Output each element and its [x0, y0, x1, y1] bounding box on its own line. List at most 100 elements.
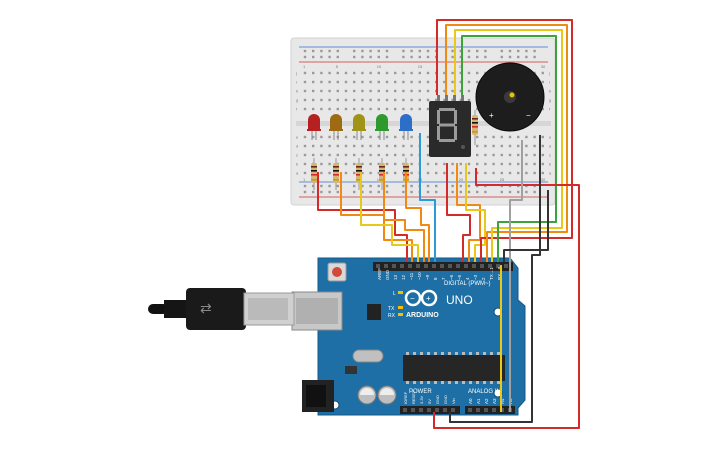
wire-blue [419, 133, 436, 262]
segment [437, 126, 440, 140]
row-letter: f [296, 107, 298, 112]
led-green[interactable] [375, 114, 389, 140]
row-letter: a [296, 171, 299, 176]
resistor [472, 110, 478, 145]
row-letter: g [549, 98, 551, 103]
usb-cable: ⇄ [148, 288, 295, 330]
wire-black-buzzer [449, 135, 541, 423]
analog-pin-label: A3 [492, 398, 497, 404]
analog-pin-label: A1 [476, 398, 481, 404]
resistor [311, 158, 317, 190]
power-pin-label: GND [443, 395, 448, 404]
resistor [333, 158, 339, 190]
svg-text:−: − [410, 294, 415, 303]
digital-pin-label: ~11 [409, 272, 414, 280]
power-pin-label: 5V [427, 399, 432, 404]
column-number: 30 [541, 64, 546, 69]
arduino-brand: ARDUINO [406, 312, 439, 319]
led-red[interactable] [307, 114, 321, 140]
wire-red-top [436, 19, 573, 262]
led-group [307, 110, 478, 190]
wire-orange-top [445, 24, 568, 262]
seven-segment-digit [437, 108, 457, 142]
row-letter: c [296, 153, 298, 158]
power-pin-label: 3.3V [419, 395, 424, 404]
row-letter: c [549, 153, 551, 158]
led-blue[interactable] [399, 114, 413, 140]
wires [317, 19, 580, 429]
led-l-label: L [393, 291, 396, 297]
row-letter: h [549, 89, 551, 94]
digital-pin-label: ~5 [457, 274, 462, 280]
row-letter: d [296, 144, 298, 149]
digital-pin-label: AREF [377, 268, 382, 280]
wire-red-seg [446, 163, 471, 262]
wire-yellow-seg [465, 163, 486, 262]
analog-pin-label: A2 [484, 398, 489, 404]
wire-red-buzzer [433, 168, 580, 429]
arduino-uno-board[interactable]: − + ARDUINO UNO DIGITAL (PWM~) POWER ANA… [291, 257, 526, 416]
digital-header-label: DIGITAL (PWM~) [444, 281, 491, 287]
analog-pin-label: A0 [468, 398, 473, 404]
digital-pin-label: 12 [401, 274, 406, 280]
segment [439, 123, 455, 127]
led-yellow[interactable] [352, 114, 366, 140]
digital-pin-label: TX→1 [489, 267, 494, 280]
power-pin-label: IOREF [403, 391, 408, 404]
column-number: 20 [459, 177, 464, 182]
digital-pin-label: ~3 [473, 274, 478, 280]
column-number: 25 [500, 177, 505, 182]
power-pin-label: GND [435, 395, 440, 404]
digital-pin-label: GND [385, 269, 390, 280]
analog-header[interactable] [465, 406, 515, 414]
row-letter: j [295, 71, 297, 76]
row-letter: e [296, 135, 299, 140]
row-letter: e [549, 135, 552, 140]
column-number: 5 [336, 64, 339, 69]
wire-green-top [461, 35, 557, 262]
row-letter: d [549, 144, 551, 149]
digital-pin-label: 2 [481, 277, 486, 280]
column-number: 1 [303, 64, 306, 69]
led-rx-label: RX [388, 313, 396, 319]
row-letter: a [549, 171, 552, 176]
led-tx-label: TX [388, 306, 395, 312]
resistor [356, 158, 362, 190]
wire-orange-seg [456, 163, 481, 262]
digital-pin-label: ~6 [449, 274, 454, 280]
led-orange[interactable] [329, 114, 343, 140]
digital-pin-label: RX←0 [497, 266, 502, 280]
digital-pin-label: 8 [433, 277, 438, 280]
row-letter: b [296, 162, 299, 167]
segment [454, 110, 457, 124]
usb-symbol-icon: ⇄ [200, 300, 212, 316]
row-letter: b [549, 162, 552, 167]
arduino-logo: − + [404, 289, 438, 307]
power-pin-label: Vin [451, 398, 456, 404]
board-model: UNO [446, 293, 473, 307]
row-letter: j [548, 71, 550, 76]
piezo-buzzer[interactable]: + − [475, 62, 545, 132]
segment [437, 110, 440, 124]
seven-segment-display[interactable] [429, 95, 471, 157]
wire-gnd [503, 190, 549, 262]
wire-orange-led-2 [383, 172, 425, 262]
digital-pin-label: 4 [465, 277, 470, 280]
wire-orange-led [340, 172, 413, 262]
power-label: POWER [409, 389, 432, 395]
digital-pin-label: ~10 [417, 272, 422, 280]
wire-yellow-top [454, 29, 563, 262]
digital-pin-label: 13 [393, 274, 398, 280]
column-number: 1 [303, 177, 306, 182]
buzzer-plus: + [489, 111, 494, 120]
column-number: 15 [418, 64, 423, 69]
row-letter: h [296, 89, 298, 94]
wire-orange-led-3 [405, 172, 430, 262]
wire-yellow-led [360, 172, 419, 262]
svg-text:+: + [426, 294, 431, 303]
buzzer-minus: − [526, 111, 531, 120]
segment [439, 108, 455, 111]
